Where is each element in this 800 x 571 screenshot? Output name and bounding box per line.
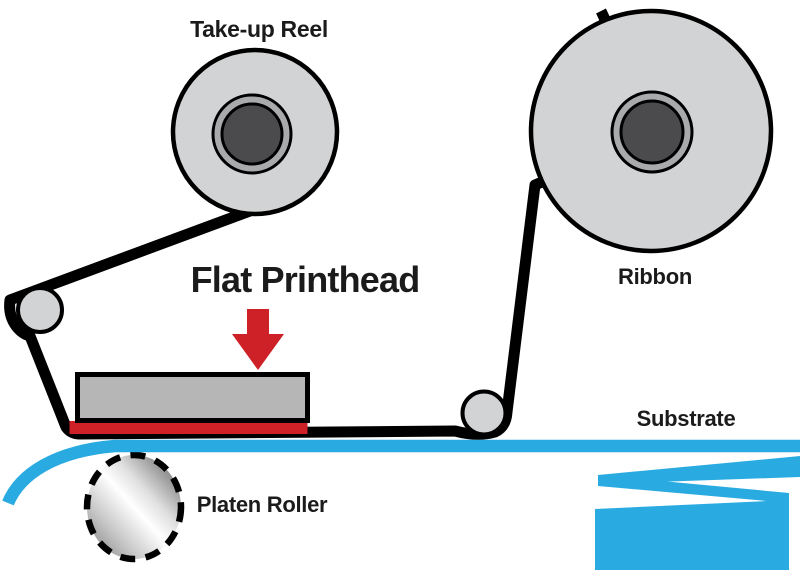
substrate-fold-upper bbox=[598, 456, 800, 484]
platen-roller-body bbox=[83, 451, 185, 563]
substrate-label: Substrate bbox=[636, 406, 736, 431]
take-up-reel bbox=[170, 47, 340, 217]
take-up-reel-label: Take-up Reel bbox=[190, 16, 328, 42]
platen-roller-label: Platen Roller bbox=[196, 492, 328, 517]
ribbon-heated-zone bbox=[69, 421, 308, 434]
guide-roller-left bbox=[16, 286, 64, 334]
flat-printhead-label: Flat Printhead bbox=[190, 259, 421, 300]
take-up-reel-hub-core bbox=[220, 102, 284, 166]
ribbon-label: Ribbon bbox=[618, 264, 692, 289]
ribbon-reel-hub-core bbox=[619, 99, 685, 165]
guide-roller-right bbox=[460, 389, 508, 437]
pressure-down-arrow-icon bbox=[232, 309, 284, 370]
substrate-web-line bbox=[2, 439, 800, 506]
printhead-body bbox=[75, 372, 310, 423]
substrate-stack-block bbox=[595, 500, 789, 570]
substrate-fold-lower bbox=[598, 475, 789, 503]
ribbon-reel bbox=[528, 8, 774, 254]
